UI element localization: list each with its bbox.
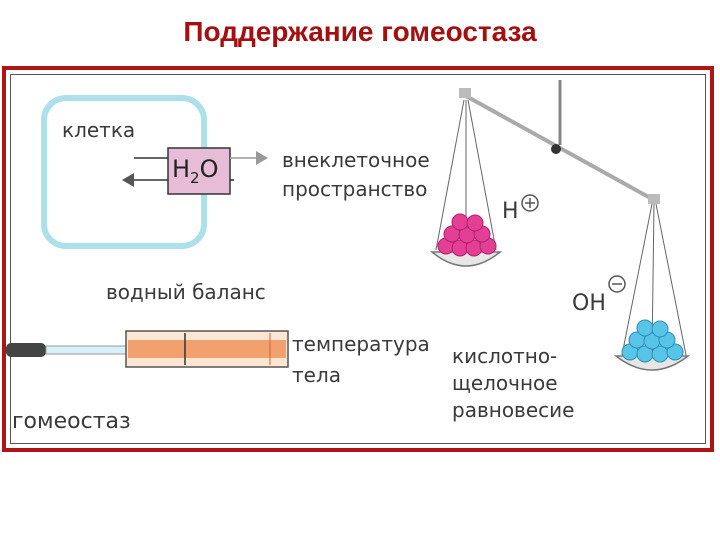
water-balance-label: водный баланс (106, 280, 266, 304)
balance-scale-icon (429, 80, 691, 371)
extracellular-label-line2: пространство (282, 177, 428, 201)
homeostasis-label: гомеостаз (12, 409, 131, 434)
hydroxide-ion-label: OH (572, 291, 606, 316)
extracellular-label-line1: внеклеточное (282, 148, 430, 172)
cell-label: клетка (62, 118, 136, 142)
hydroxide-ions-icon (621, 319, 684, 363)
minus-charge-icon (608, 275, 626, 293)
left-arrow-icon (122, 173, 234, 187)
hydrogen-ion-label: H (502, 199, 519, 224)
diagram-inner-border (10, 74, 706, 444)
water-molecule-box (167, 147, 231, 195)
acid-base-label-line2: щелочное (452, 371, 558, 395)
hydrogen-ions-icon (437, 213, 497, 257)
acid-base-label-line3: равновесие (452, 398, 575, 422)
slide-title: Поддержание гомеостаза (183, 16, 537, 47)
plus-charge-icon (521, 194, 539, 212)
right-arrow-icon (134, 151, 268, 165)
acid-base-label-line1: кислотно- (452, 344, 558, 368)
diagram-frame (2, 66, 714, 452)
temperature-label-line1: температура (292, 332, 430, 356)
temperature-label-line2: тела (292, 363, 341, 387)
water-molecule-label: H2O (172, 155, 219, 187)
thermometer-icon (6, 330, 289, 368)
